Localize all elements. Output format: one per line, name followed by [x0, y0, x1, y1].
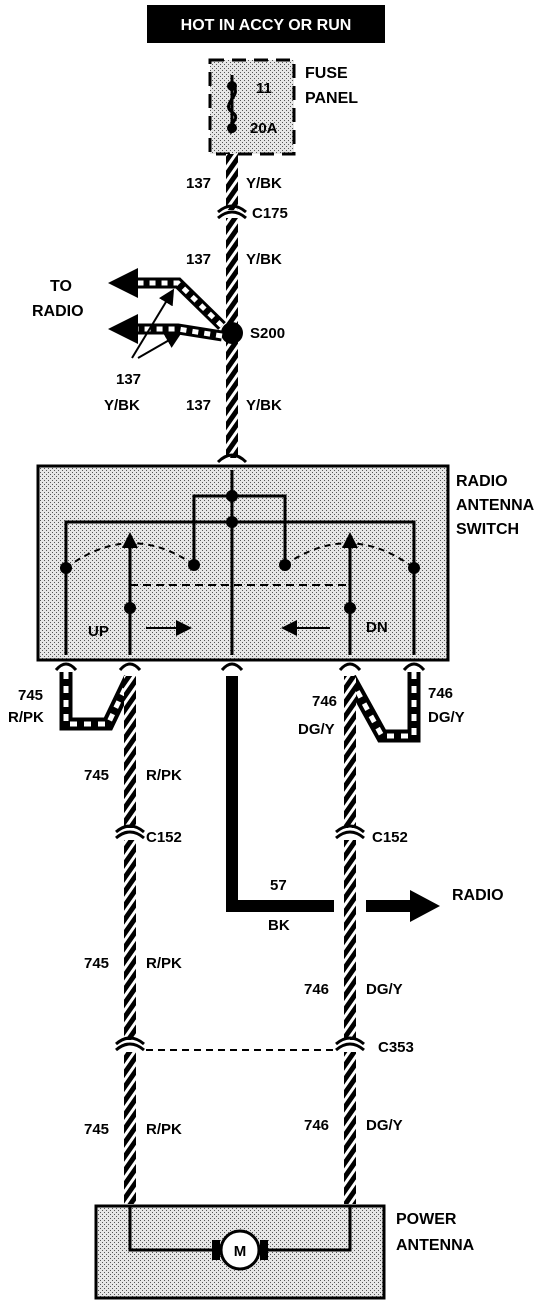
wire-57-num: 57 [270, 877, 287, 894]
wire-746-top-left-num: 746 [312, 693, 337, 710]
power-antenna: M [94, 1204, 386, 1300]
wire-746-c-num: 746 [304, 1117, 329, 1134]
splice-label: S200 [250, 325, 285, 342]
wire-137-label-a: 137 [186, 175, 211, 192]
wire-746-b-num: 746 [304, 981, 329, 998]
wire-745-b-num: 745 [84, 955, 109, 972]
switch-title-1: RADIO [456, 473, 508, 490]
wire-745-c-color: R/PK [146, 1121, 182, 1138]
connector-c175: C175 [252, 205, 288, 222]
banner-text: HOT IN ACCY OR RUN [181, 17, 352, 34]
wire-137-label-b: 137 [186, 251, 211, 268]
fuse-panel-title-1: FUSE [305, 65, 348, 82]
to-radio-label-2: RADIO [32, 303, 84, 320]
radio-label: RADIO [452, 887, 504, 904]
wire-746 [335, 672, 421, 1204]
branch-wire-color: Y/BK [104, 397, 140, 414]
wire-57 [226, 676, 440, 922]
fuse-panel: 11 20A FUSE PANEL [208, 58, 358, 156]
wire-746-top-left-color: DG/Y [298, 721, 335, 738]
wire-746-top-right-num: 746 [428, 685, 453, 702]
wire-745 [59, 672, 145, 1204]
wire-137-color-c: Y/BK [246, 397, 282, 414]
wire-746-top-right-color: DG/Y [428, 709, 465, 726]
switch-title-3: SWITCH [456, 521, 519, 538]
arrow-to-radio-right [410, 890, 440, 922]
switch-terminals [54, 662, 426, 672]
wire-137-color-a: Y/BK [246, 175, 282, 192]
splice-s200: S200 [221, 322, 285, 344]
motor-symbol [219, 1229, 261, 1271]
fuse-number: 11 [256, 80, 272, 97]
motor-label: M [234, 1243, 247, 1260]
wire-745-b-color: R/PK [146, 955, 182, 972]
power-source-banner: HOT IN ACCY OR RUN [147, 5, 385, 43]
wire-745-c-num: 745 [84, 1121, 109, 1138]
radio-antenna-switch: UP DN [36, 464, 450, 662]
wire-745-a-num: 745 [84, 767, 109, 784]
fuse-panel-title-2: PANEL [305, 90, 358, 107]
wire-137-label-c: 137 [186, 397, 211, 414]
switch-title-2: ANTENNA [456, 497, 535, 514]
connector-c152-right: C152 [372, 829, 408, 846]
connector-c152-left: C152 [146, 829, 182, 846]
wire-745-a-color: R/PK [146, 767, 182, 784]
wire-745-top-num: 745 [18, 687, 43, 704]
radio-branch-wires [108, 268, 226, 359]
wire-137-color-b: Y/BK [246, 251, 282, 268]
switch-up-label: UP [88, 623, 109, 640]
to-radio-label-1: TO [50, 278, 72, 295]
branch-wire-num: 137 [116, 371, 141, 388]
wire-137-main [216, 154, 248, 464]
wire-746-b-color: DG/Y [366, 981, 403, 998]
wire-745-top-color: R/PK [8, 709, 44, 726]
power-antenna-title-2: ANTENNA [396, 1237, 475, 1254]
wire-746-c-color: DG/Y [366, 1117, 403, 1134]
connector-c353: C353 [378, 1039, 414, 1056]
power-antenna-title-1: POWER [396, 1211, 457, 1228]
fuse-rating: 20A [250, 120, 278, 137]
arrow-to-radio-upper [108, 268, 138, 298]
switch-dn-label: DN [366, 619, 388, 636]
wire-57-color: BK [268, 917, 290, 934]
arrow-to-radio-lower [108, 314, 138, 344]
